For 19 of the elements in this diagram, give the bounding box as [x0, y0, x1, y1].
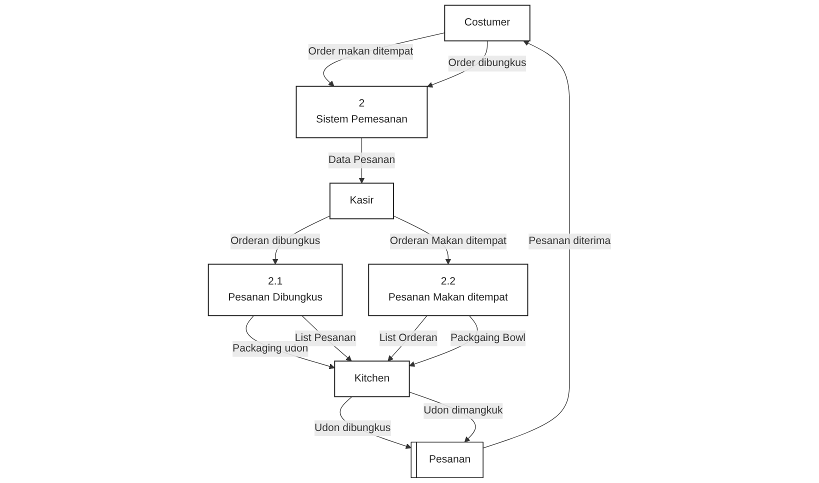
node-box: 2.2 Pesanan Makan ditempat — [368, 264, 528, 316]
edge-label: Orderan dibungkus — [230, 236, 320, 247]
edge-label: Udon dibungkus — [314, 422, 391, 434]
edge-label: List Pesanan — [294, 332, 356, 344]
node-box: 2 Sistem Pemesanan — [296, 86, 428, 138]
edge-label: Orderan Makan ditempat — [390, 236, 506, 247]
arrow — [482, 40, 570, 448]
edge-label: Order makan ditempat — [308, 46, 414, 58]
node-box: Costumer — [444, 4, 530, 42]
edge-label: Order dibungkus — [448, 58, 526, 69]
edge-label: Pesanan diterima — [528, 236, 611, 247]
edge-label: Udon dimangkuk — [424, 405, 503, 416]
edge-label: Packgaing Bowl — [450, 332, 526, 344]
node-box: 2.1 Pesanan Dibungkus — [208, 264, 343, 316]
edge-label: Data Pesanan — [328, 154, 396, 166]
node-box: Kitchen — [334, 360, 410, 398]
node-box: Kasir — [329, 182, 394, 220]
edge-label: List Orderan — [379, 332, 438, 344]
edge-label: Packaging udon — [232, 342, 308, 354]
